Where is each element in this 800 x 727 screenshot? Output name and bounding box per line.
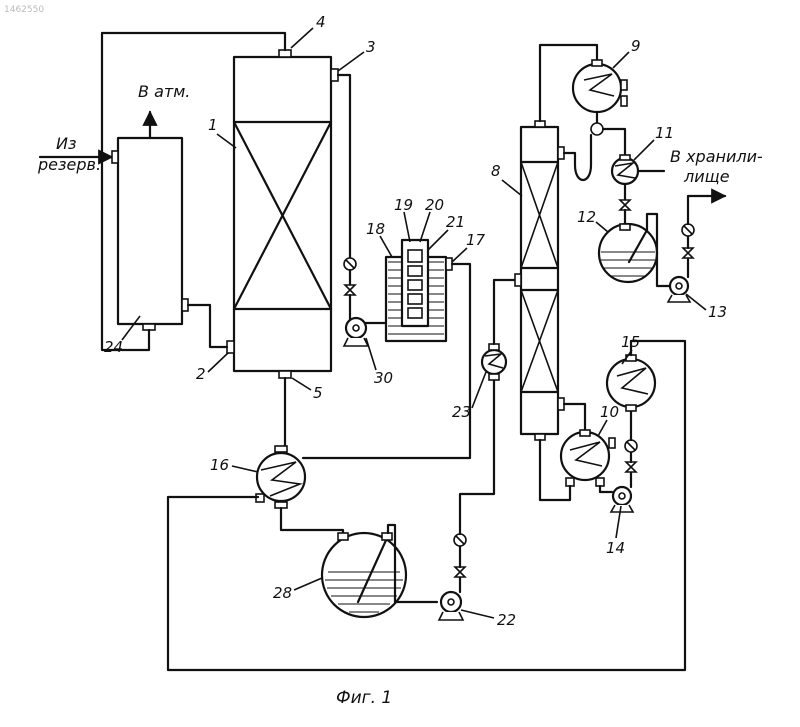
label-9: 9 <box>631 37 641 55</box>
label-24: 24 <box>104 338 123 356</box>
pump-13 <box>668 277 690 302</box>
label-14: 14 <box>606 539 625 557</box>
gauge-22 <box>454 534 466 546</box>
tank-18 <box>386 240 452 341</box>
pipe-24-to-2 <box>188 305 227 347</box>
label-17: 17 <box>466 231 486 249</box>
pipe-23-to-8 <box>494 280 515 344</box>
valve-13 <box>683 248 693 258</box>
valve-22 <box>455 567 465 577</box>
stamp-number: 1462550 <box>4 5 44 15</box>
gauge-14 <box>625 440 637 452</box>
label-28: 28 <box>273 584 292 602</box>
label-18: 18 <box>366 220 385 238</box>
column-8 <box>515 121 564 440</box>
label-16: 16 <box>210 456 229 474</box>
condenser-9 <box>573 60 627 112</box>
tank-28 <box>322 533 406 617</box>
valve-30 <box>345 285 355 295</box>
label-30: 30 <box>374 369 393 387</box>
label-from-reservoir-1: Из <box>56 134 76 153</box>
label-22: 22 <box>497 611 516 629</box>
label-21: 21 <box>446 213 465 231</box>
label-5: 5 <box>313 384 323 402</box>
figure-caption: Фиг. 1 <box>336 688 392 708</box>
gauge-13 <box>682 224 694 236</box>
pump-30 <box>344 318 368 346</box>
label-to-storage-1: В хранили- <box>670 147 763 166</box>
label-to-storage-2: лище <box>683 167 730 186</box>
label-10: 10 <box>600 403 619 421</box>
pipe-3-down <box>338 75 350 258</box>
pipe-8-to-10 <box>564 404 585 430</box>
label-20: 20 <box>425 196 444 214</box>
label-1: 1 <box>208 116 218 134</box>
label-12: 12 <box>577 208 596 226</box>
receiver-12 <box>599 224 657 282</box>
label-13: 13 <box>708 303 727 321</box>
label-3: 3 <box>366 38 376 56</box>
pipe-16-to-28 <box>281 508 343 540</box>
reboiler-10 <box>561 430 615 486</box>
column-1 <box>227 50 338 378</box>
gauge-30 <box>344 258 356 270</box>
label-15: 15 <box>621 333 640 351</box>
label-to-atmosphere: В атм. <box>138 82 190 101</box>
label-8: 8 <box>491 162 501 180</box>
pipe-28-to-22 <box>388 525 437 602</box>
label-23: 23 <box>452 403 471 421</box>
label-11: 11 <box>655 124 674 142</box>
pump-22 <box>439 592 463 620</box>
label-4: 4 <box>316 13 326 31</box>
separator-9 <box>591 123 603 135</box>
pipe-to-storage <box>688 196 725 224</box>
valve-14 <box>626 462 636 472</box>
valve-11 <box>620 200 630 210</box>
label-19: 19 <box>394 196 413 214</box>
label-from-reservoir-2: резерв. <box>37 155 101 174</box>
heat-exchanger-16 <box>256 446 305 508</box>
pump-14 <box>611 487 633 512</box>
label-2: 2 <box>196 365 206 383</box>
pipe-reflux <box>564 135 591 180</box>
